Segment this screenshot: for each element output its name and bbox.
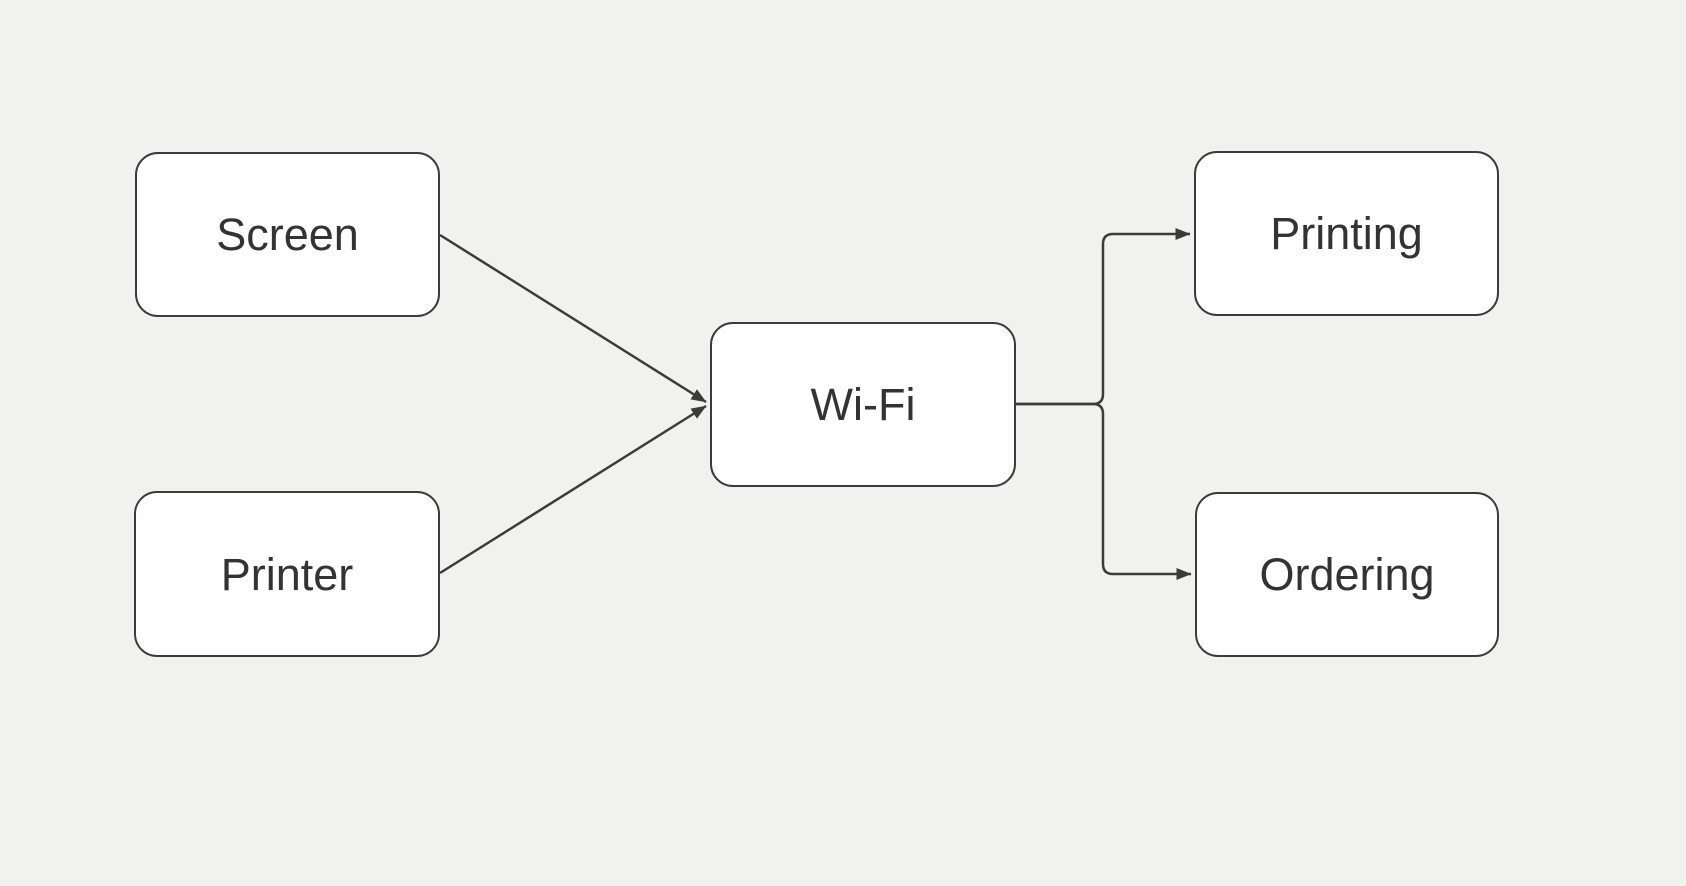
node-screen-label: Screen — [216, 209, 359, 260]
node-printer-label: Printer — [220, 548, 354, 600]
edge-screen-to-wifi[interactable] — [439, 233, 707, 404]
edge-printer-to-wifi[interactable] — [439, 404, 707, 575]
node-printing[interactable]: Printing — [1194, 151, 1499, 316]
node-wifi-label: Wi-Fi — [810, 379, 916, 430]
node-ordering-label: Ordering — [1259, 549, 1435, 600]
edge-wifi-to-ordering[interactable] — [1016, 402, 1192, 580]
node-ordering[interactable]: Ordering — [1195, 492, 1499, 657]
node-screen[interactable]: Screen — [135, 152, 440, 317]
node-printing-label: Printing — [1270, 208, 1423, 259]
node-wifi[interactable]: Wi-Fi — [710, 322, 1016, 487]
edge-wifi-to-printing[interactable] — [1016, 228, 1191, 406]
node-printer[interactable]: Printer — [134, 491, 440, 657]
